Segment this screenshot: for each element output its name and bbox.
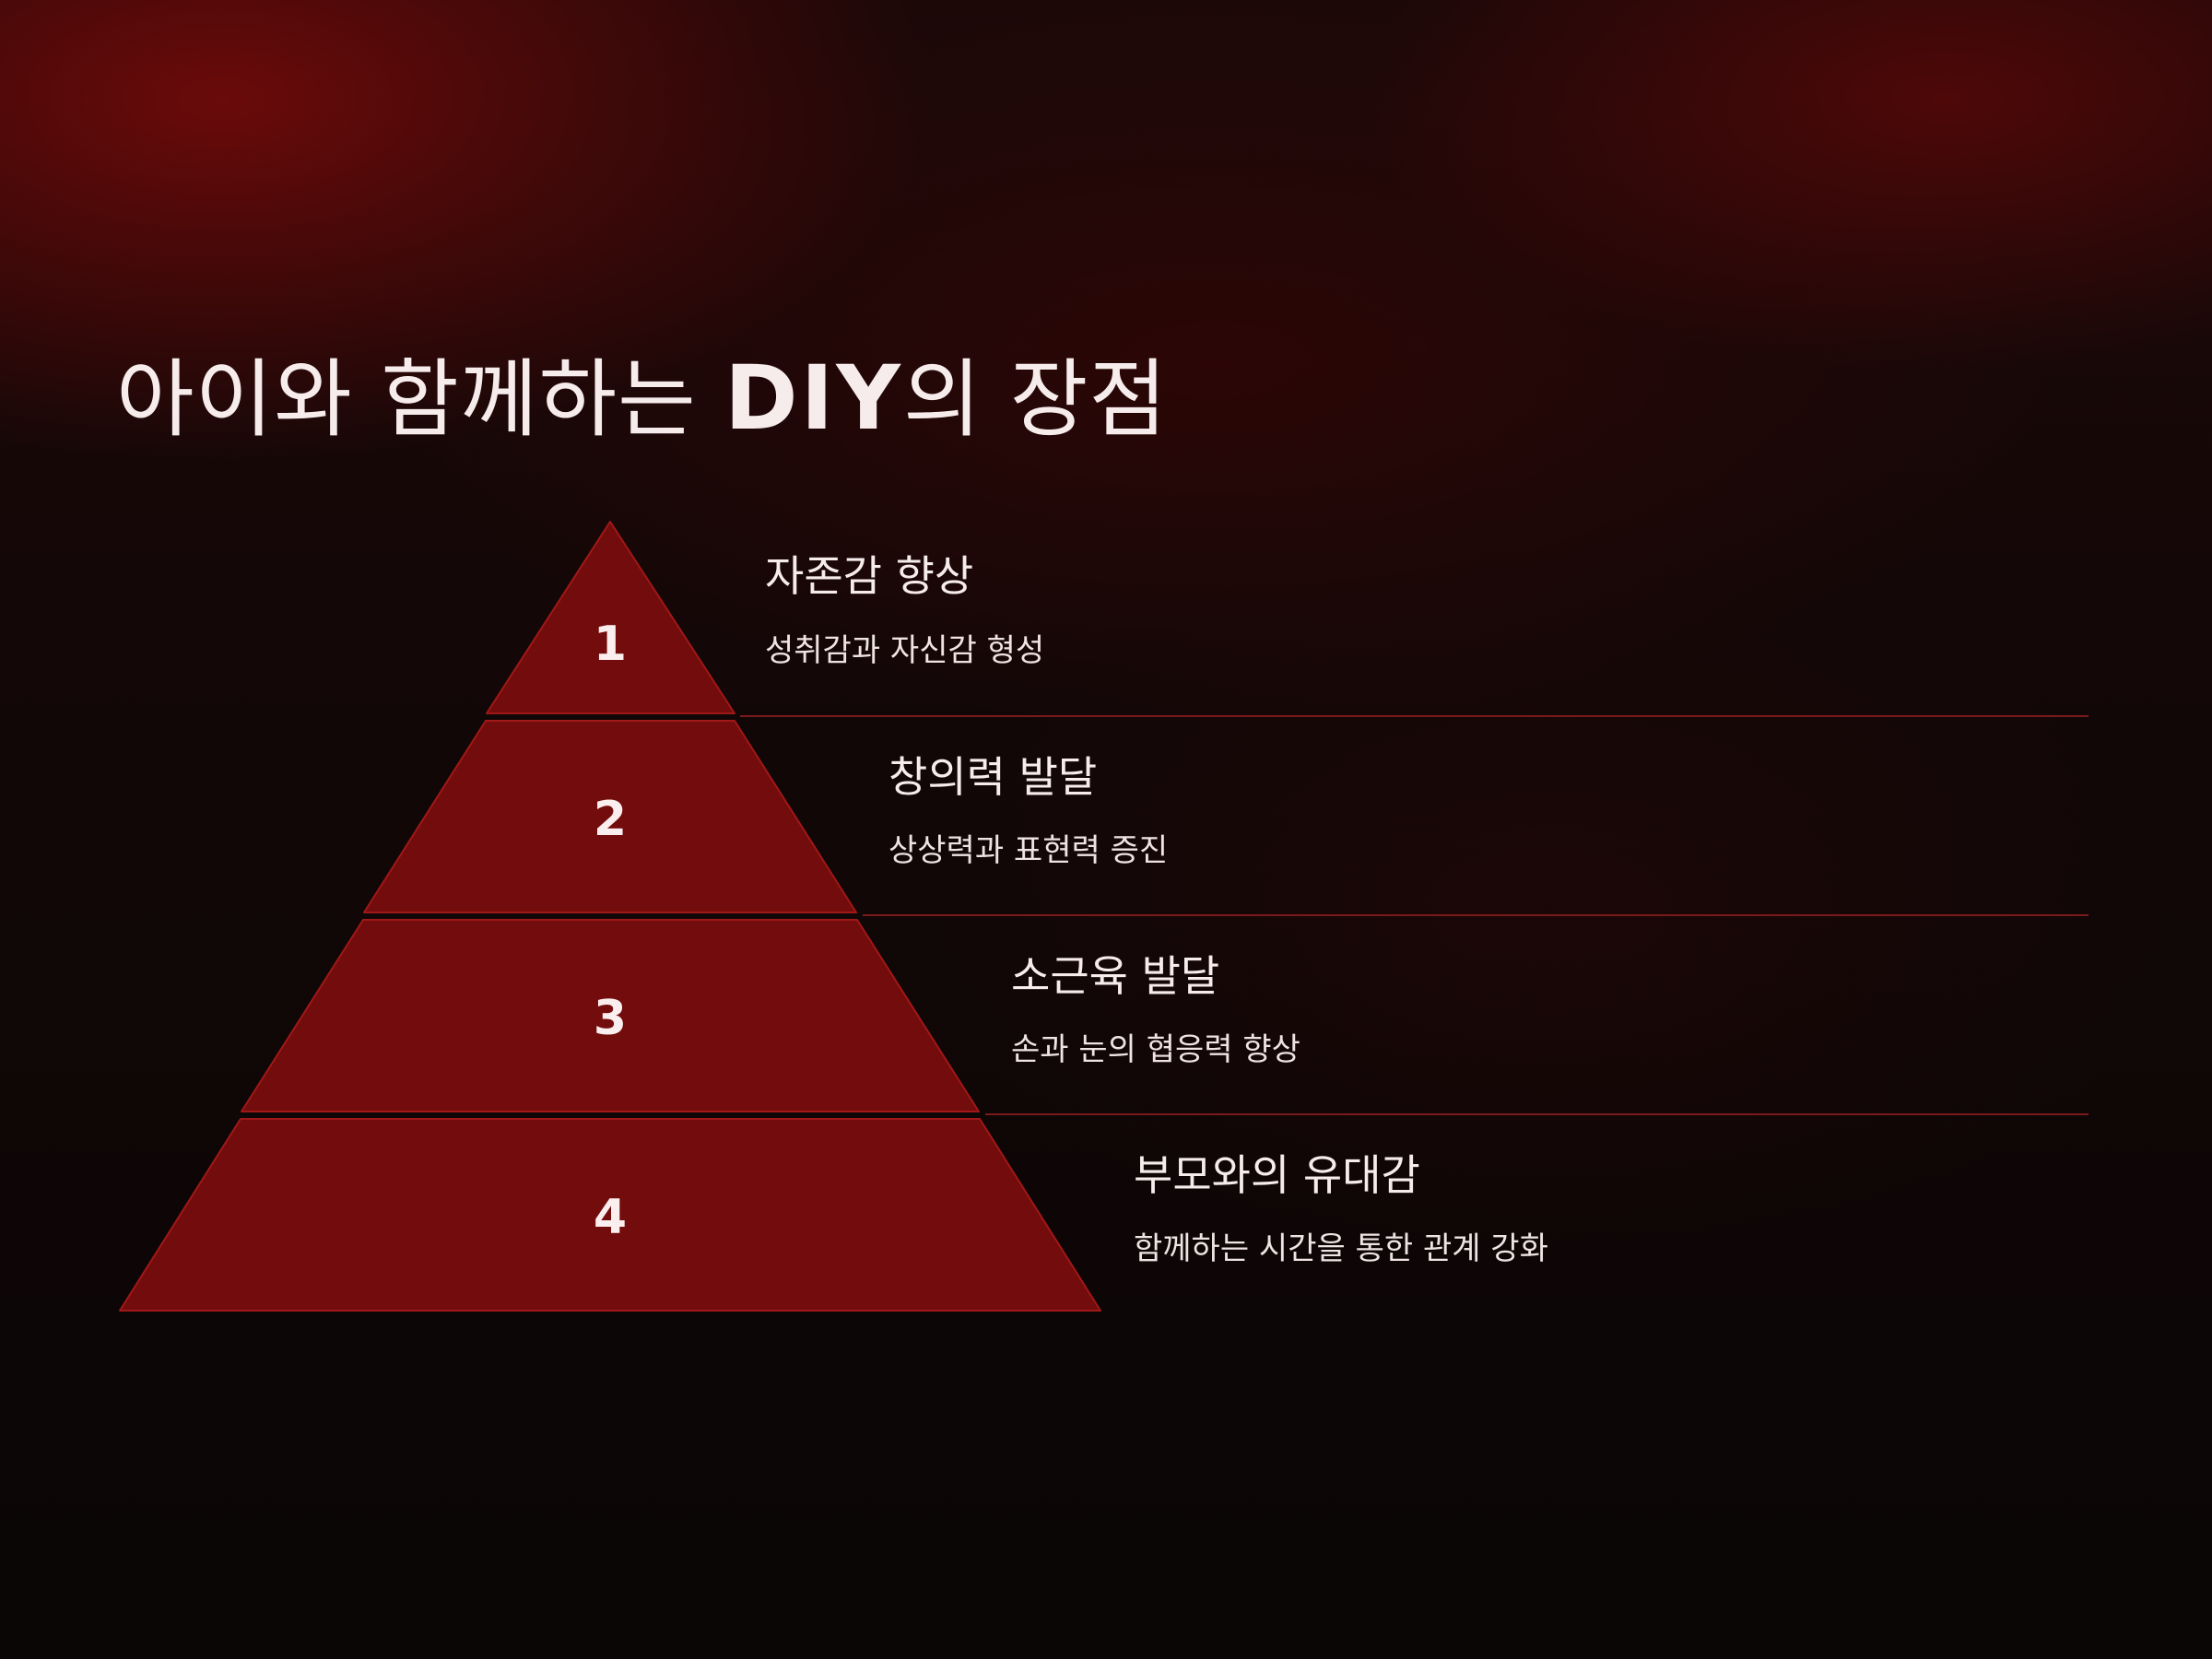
- tier-number-3: 3: [594, 991, 627, 1046]
- tier-4-description: 함께하는 시간을 통한 관계 강화: [1134, 1230, 1548, 1267]
- pyramid-tier-2: [363, 720, 857, 913]
- tier-number-2: 2: [594, 792, 627, 847]
- tier-1-description: 성취감과 자신감 형성: [765, 632, 1045, 669]
- tier-2-description: 상상력과 표현력 증진: [888, 832, 1169, 869]
- title-diy: DIY: [724, 347, 903, 450]
- title-prefix: 아이와 함께하는: [116, 350, 724, 449]
- tier-1-title: 자존감 향상: [765, 551, 974, 601]
- tier-number-4: 4: [594, 1190, 627, 1245]
- tier-4-title: 부모와의 유대감: [1134, 1150, 1420, 1200]
- slide-title: 아이와 함께하는 DIY의 장점: [116, 354, 1168, 442]
- tier-3-description: 손과 눈의 협응력 향상: [1011, 1031, 1300, 1068]
- title-suffix: 의 장점: [902, 350, 1169, 449]
- pyramid-tier-4: [119, 1118, 1101, 1312]
- pyramid-tier-3: [241, 919, 980, 1112]
- pyramid-tier-1: [486, 521, 735, 714]
- tier-3-title: 소근육 발달: [1011, 951, 1220, 1001]
- tier-2-title: 창의력 발달: [888, 752, 1098, 802]
- tier-number-1: 1: [594, 617, 627, 672]
